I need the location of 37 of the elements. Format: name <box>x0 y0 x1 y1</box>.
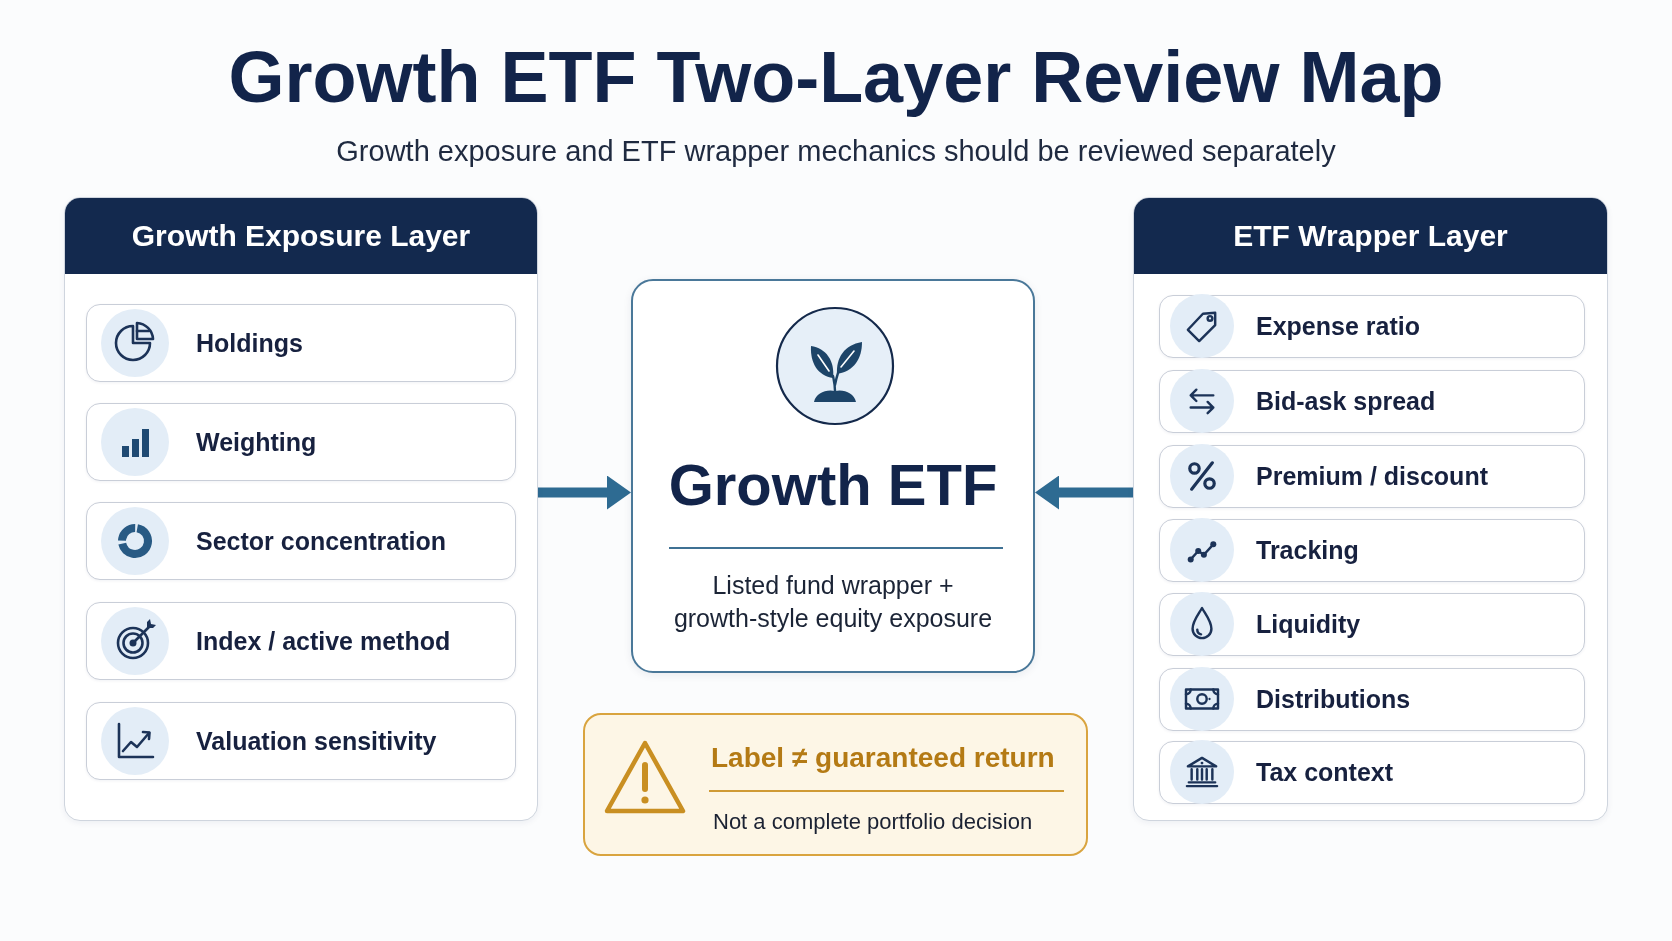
review-item-card <box>1158 592 1585 656</box>
review-item-card <box>1158 740 1585 804</box>
review-item-card <box>1158 518 1585 582</box>
item-label: Index / active method <box>196 625 451 656</box>
center-card <box>631 279 1035 673</box>
center-description: Listed fund wrapper + growth-style equity exposure <box>672 570 994 634</box>
item-label: Weighting <box>196 426 317 457</box>
item-label: Expense ratio <box>1256 311 1420 341</box>
warning-note: Not a complete portfolio decision <box>713 808 1033 836</box>
layer-panel <box>1133 197 1608 821</box>
subtitle: Growth exposure and ETF wrapper mechanics should be reviewed separately <box>336 134 1336 169</box>
warning-heading: Label ≠ guaranteed return <box>711 741 1055 775</box>
item-label: Holdings <box>196 327 303 358</box>
item-label: Liquidity <box>1256 609 1361 639</box>
review-item-card <box>85 601 516 680</box>
review-item-card <box>85 501 516 580</box>
review-item-card <box>1158 667 1585 731</box>
item-label: Valuation sensitivity <box>196 725 437 756</box>
review-item-card <box>85 402 516 481</box>
center-title: Growth ETF <box>668 453 998 517</box>
item-label: Bid-ask spread <box>1256 386 1436 416</box>
panel-header: ETF Wrapper Layer <box>1134 198 1607 274</box>
item-label: Premium / discount <box>1256 461 1488 491</box>
item-label: Sector concentration <box>196 525 447 556</box>
item-label: Tracking <box>1256 535 1359 565</box>
item-label: Distributions <box>1256 684 1411 714</box>
review-item-card <box>1158 369 1585 433</box>
layer-panel <box>64 197 538 821</box>
arrow <box>538 475 631 510</box>
arrow <box>1035 475 1133 510</box>
item-label: Tax context <box>1256 757 1394 787</box>
warning-card <box>583 713 1088 856</box>
review-item-card <box>1158 444 1585 508</box>
review-item-card <box>1158 294 1585 358</box>
review-item-card <box>85 303 516 382</box>
panel-header: Growth Exposure Layer <box>65 198 537 274</box>
review-item-card <box>85 701 516 780</box>
